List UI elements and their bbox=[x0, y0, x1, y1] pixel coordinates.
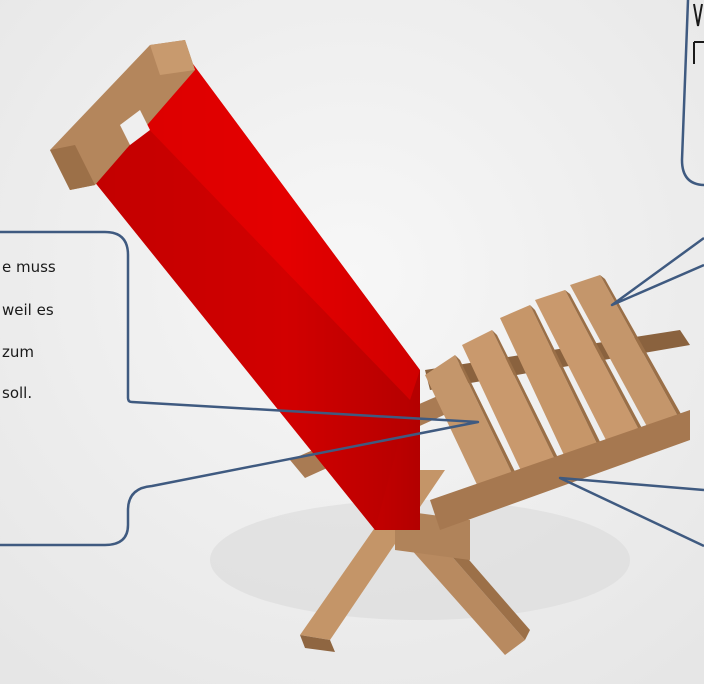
callout-left-line-3: zum bbox=[2, 343, 34, 361]
callout-left-line-4: soll. bbox=[2, 384, 32, 402]
backrest-top-bar bbox=[50, 40, 195, 190]
callout-bubble-left bbox=[0, 230, 480, 547]
callout-bubble-top-right bbox=[680, 0, 704, 187]
seat-slats bbox=[425, 275, 690, 530]
callout-top-right-glyph-2 bbox=[693, 41, 704, 64]
callout-pointer-top-right bbox=[610, 236, 704, 307]
callout-left-line-1: e muss bbox=[2, 258, 56, 276]
callout-left-line-2: weil es bbox=[2, 301, 54, 319]
callout-pointer-bottom-right bbox=[558, 476, 704, 548]
fabric-backrest bbox=[85, 60, 420, 530]
callout-top-right-glyph-1 bbox=[693, 3, 703, 27]
chair-shadow bbox=[210, 500, 630, 620]
